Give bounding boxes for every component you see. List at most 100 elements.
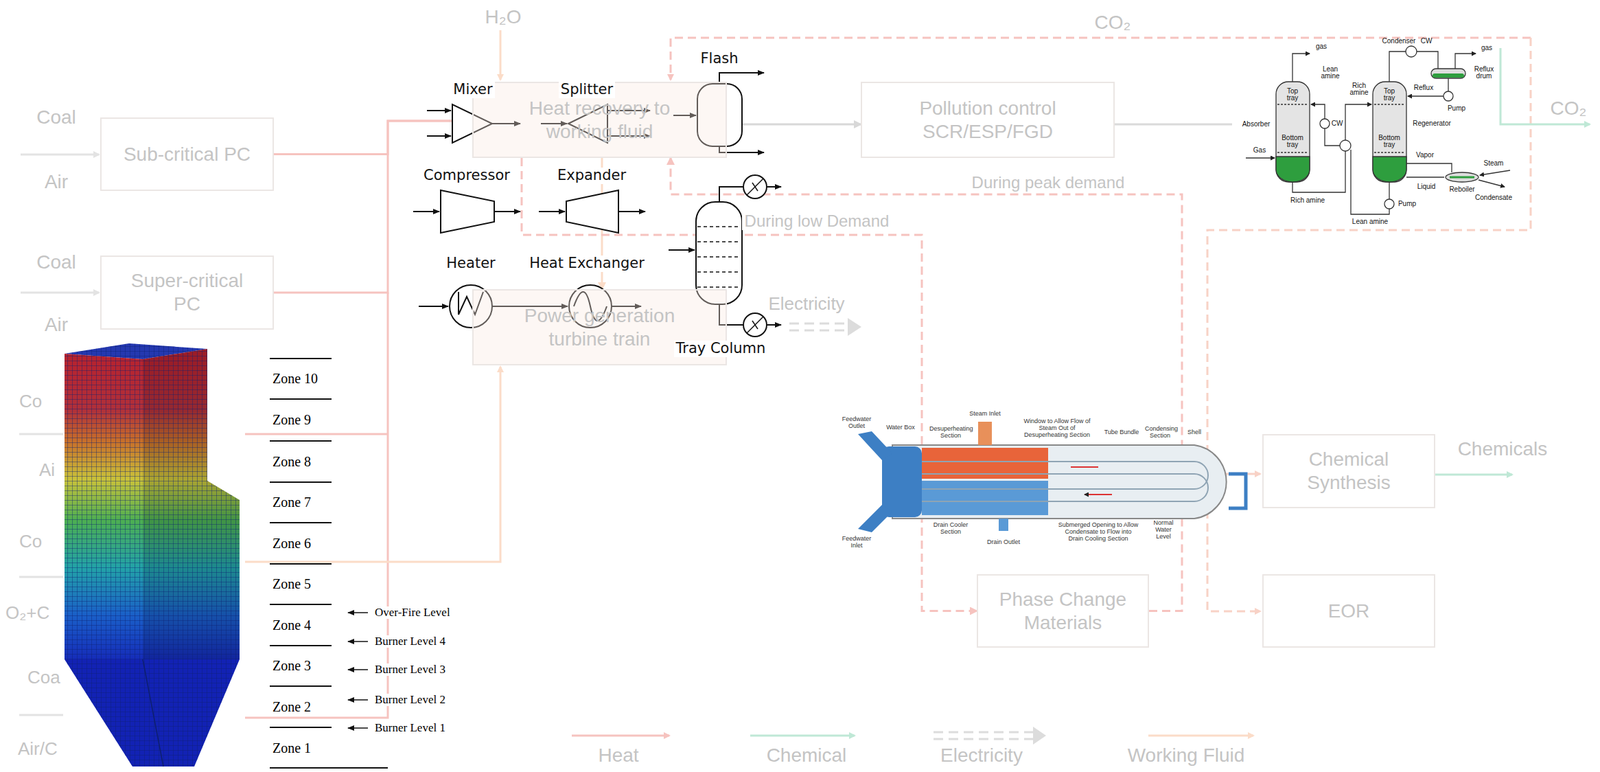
equipment-label: Water Box (886, 424, 915, 432)
flow-connector (670, 157, 1182, 611)
stream-label: CO₂ (1550, 98, 1587, 120)
zone-label: Zone 6 (272, 535, 311, 551)
edge-label: During peak demand (969, 173, 1128, 192)
boiler-mesh (64, 343, 240, 767)
unit-op-label: Mixer (450, 81, 495, 98)
zone-label: Zone 5 (272, 575, 311, 591)
process-box: Chemical Synthesis (1262, 433, 1436, 508)
box-label: Sub-critical PC (123, 142, 251, 167)
equipment-label: Lean amine (1319, 65, 1341, 81)
process-box: Sub-critical PC (100, 117, 274, 191)
equipment-label: Feedwater Outlet (840, 415, 874, 430)
amine-capture-schematic (1245, 45, 1511, 215)
legend-arrowhead (1033, 726, 1047, 745)
equipment-label: Liquid (1417, 183, 1436, 191)
equipment-label: Normal Water Level (1149, 519, 1178, 541)
equipment-label: Rich amine (1290, 196, 1325, 205)
box-label: Power generation turbine train (514, 304, 686, 351)
box-label: Chemical Synthesis (1287, 447, 1411, 494)
stream-label: Air/C (17, 738, 58, 759)
equipment-label: Absorber (1242, 120, 1271, 129)
burner-level-label: Burner Level 2 (372, 693, 448, 707)
burner-level-label: Burner Level 1 (372, 721, 448, 735)
equipment-label: Rich amine (1348, 82, 1370, 97)
equipment-label: Top tray (1378, 87, 1400, 103)
zone-dividers (269, 358, 388, 768)
equipment-label: Condensing Section (1144, 425, 1176, 440)
zone-label: Zone 2 (272, 698, 311, 714)
equipment-label: CW (1420, 37, 1433, 46)
equipment-label: Vapor (1416, 151, 1434, 160)
equipment-label: Regenerator (1412, 120, 1452, 128)
edge-label: During low Demand (741, 212, 893, 230)
equipment-label: Pump (1398, 200, 1417, 208)
legend-label: Heat (597, 744, 639, 767)
equipment-label: Bottom tray (1281, 134, 1304, 149)
feedwater-heater (858, 421, 1246, 532)
equipment-label: Pump (1447, 105, 1466, 113)
zone-label: Zone 8 (272, 453, 311, 469)
stream-label: Air (44, 171, 68, 193)
zone-label: Zone 7 (272, 494, 311, 510)
process-box: Pollution control SCR/ESP/FGD (860, 81, 1115, 158)
unit-op-label: Tray Column (674, 340, 769, 357)
unit-op-label: Flash (698, 50, 740, 67)
box-label: Super-critical PC (118, 269, 257, 316)
zone-label: Zone 9 (272, 411, 311, 427)
equipment-label: Condensate (1475, 194, 1513, 202)
flow-connector (273, 120, 473, 155)
equipment-label: Reboiler (1448, 186, 1475, 194)
stream-label: Chemicals (1457, 438, 1548, 460)
equipment-label: Drain Outlet (987, 538, 1020, 546)
equipment-label: Tube Bundle (1104, 429, 1140, 436)
equipment-label: Desuperheating Section (929, 425, 972, 440)
unit-op-label: Heater (444, 255, 497, 272)
zone-label: Zone 1 (272, 739, 311, 756)
burner-level-label: Burner Level 3 (372, 663, 448, 677)
unit-op-label: Compressor (421, 167, 513, 184)
burner-level-label: Over-Fire Level (372, 606, 453, 620)
equipment-label: Bottom tray (1378, 134, 1401, 149)
burner-level-label: Burner Level 4 (372, 634, 448, 648)
equipment-label: Top tray (1282, 87, 1303, 103)
legend-samples (571, 731, 1254, 739)
stream-label: O₂+C (5, 602, 50, 623)
equipment-label: Condenser (1382, 37, 1417, 46)
stream-label: Coal (36, 251, 77, 274)
equipment-label: Gas (1253, 146, 1266, 155)
electricity-arrowhead (847, 317, 862, 336)
legend-label: Electricity (940, 744, 1023, 767)
unit-op-label: Splitter (558, 81, 616, 98)
box-label: Pollution control SCR/ESP/FGD (901, 96, 1074, 143)
box-label: EOR (1328, 599, 1371, 623)
box-label: Heat recovery to working fluid (510, 96, 690, 143)
zone-label: Zone 4 (272, 617, 311, 633)
stream-label: Air (44, 314, 68, 336)
legend-label: Chemical (766, 744, 848, 767)
process-box: Phase Change Materials (976, 573, 1150, 648)
equipment-label: Lean amine (1352, 218, 1388, 226)
stream-label: Coa (27, 667, 61, 688)
unit-op-label: Expander (555, 167, 629, 184)
stream-label: Co (19, 531, 42, 552)
input-lines (19, 30, 1590, 718)
equipment-label: Reflux drum (1473, 65, 1495, 81)
equipment-label: Feedwater Inlet (840, 535, 874, 550)
zone-label: Zone 10 (272, 370, 318, 386)
equipment-label: Steam (1483, 159, 1504, 168)
equipment-label: Shell (1187, 429, 1202, 436)
legend-label: Working Fluid (1127, 744, 1246, 767)
flow-connector (726, 123, 861, 126)
equipment-label: Steam Inlet (969, 410, 1001, 418)
unit-op-label: Heat Exchanger (527, 255, 647, 272)
stream-label: CO₂ (1094, 12, 1132, 34)
equipment-label: Submerged Opening to Allow Condensate to… (1057, 521, 1140, 543)
process-box: Super-critical PC (100, 255, 274, 330)
flow-connector (521, 157, 977, 611)
burner-arrows (348, 612, 368, 728)
equipment-label: gas (1481, 44, 1493, 53)
process-box: EOR (1262, 573, 1436, 648)
box-label: Phase Change Materials (994, 587, 1132, 634)
